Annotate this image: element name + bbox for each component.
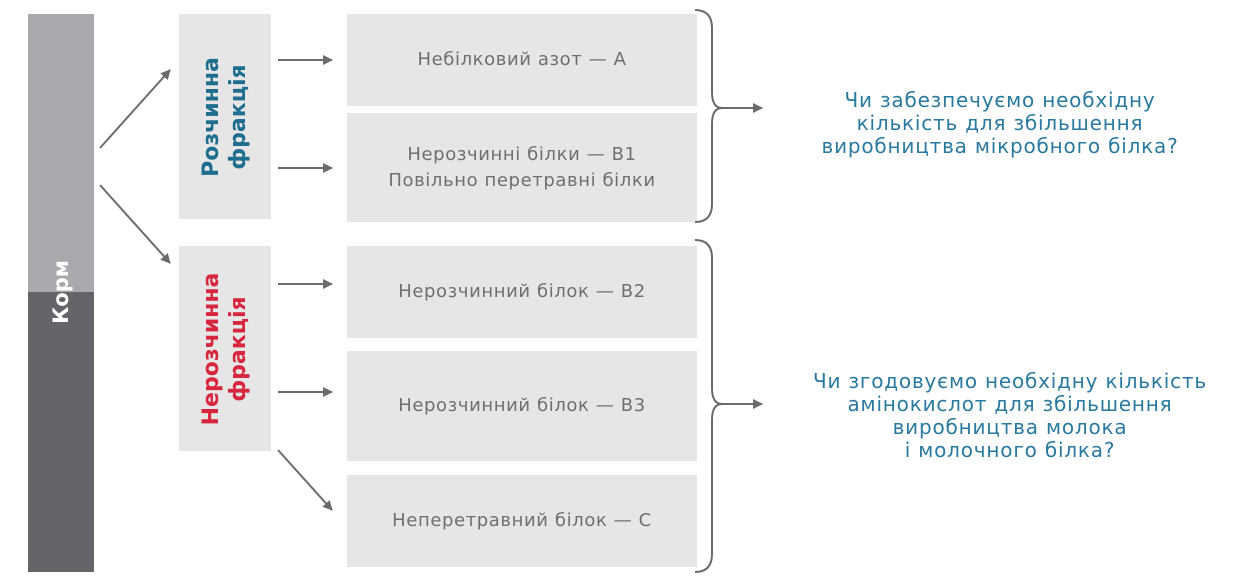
insoluble-fraction-box: Нерозчинна фракція xyxy=(179,246,271,451)
protein-box-b1-line1: Нерозчинні білки — B1 xyxy=(407,143,637,165)
question-1-line3: виробництва мікробного білка? xyxy=(821,134,1179,158)
protein-box-b2-line1: Нерозчинний білок — B2 xyxy=(398,281,646,302)
arrow-feed-to-insoluble xyxy=(99,184,171,264)
question-2-line3: виробництва молока xyxy=(892,415,1128,439)
question-1-line2: кількість для збільшення xyxy=(856,111,1144,135)
protein-box-b2: Нерозчинний білок — B2 xyxy=(347,246,697,338)
question-2-line2: амінокислот для збільшення xyxy=(847,392,1173,416)
question-2-line1: Чи згодовуємо необхідну кількість xyxy=(813,369,1207,393)
soluble-fraction-box: Розчинна фракція xyxy=(179,14,271,219)
protein-box-b3-line1: Нерозчинний білок — B3 xyxy=(398,395,646,416)
arrow-to-box-c xyxy=(277,449,333,511)
question-amino-acids: Чи згодовуємо необхідну кількість амінок… xyxy=(780,370,1240,462)
protein-box-b3: Нерозчинний білок — B3 xyxy=(347,351,697,461)
protein-box-a-line1: Небілковий азот — A xyxy=(417,49,627,70)
question-1-line1: Чи забезпечуємо необхідну xyxy=(844,88,1156,112)
arrow-feed-to-soluble xyxy=(99,69,171,149)
question-2-line4: і молочного білка? xyxy=(904,438,1116,462)
question-microbial-protein: Чи забезпечуємо необхідну кількість для … xyxy=(790,89,1210,158)
feed-bar-lower xyxy=(28,292,94,572)
brace-upper xyxy=(694,9,723,223)
protein-box-c-line1: Неперетравний білок — C xyxy=(392,510,652,531)
protein-box-b1-line2: Повільно перетравні білки xyxy=(388,169,656,191)
feed-bar-upper xyxy=(28,14,94,292)
protein-box-c: Неперетравний білок — C xyxy=(347,475,697,567)
brace-lower xyxy=(694,239,723,573)
protein-box-a: Небілковий азот — A xyxy=(347,14,697,106)
protein-box-b1: Нерозчинні білки — B1 Повільно перетравн… xyxy=(347,113,697,222)
